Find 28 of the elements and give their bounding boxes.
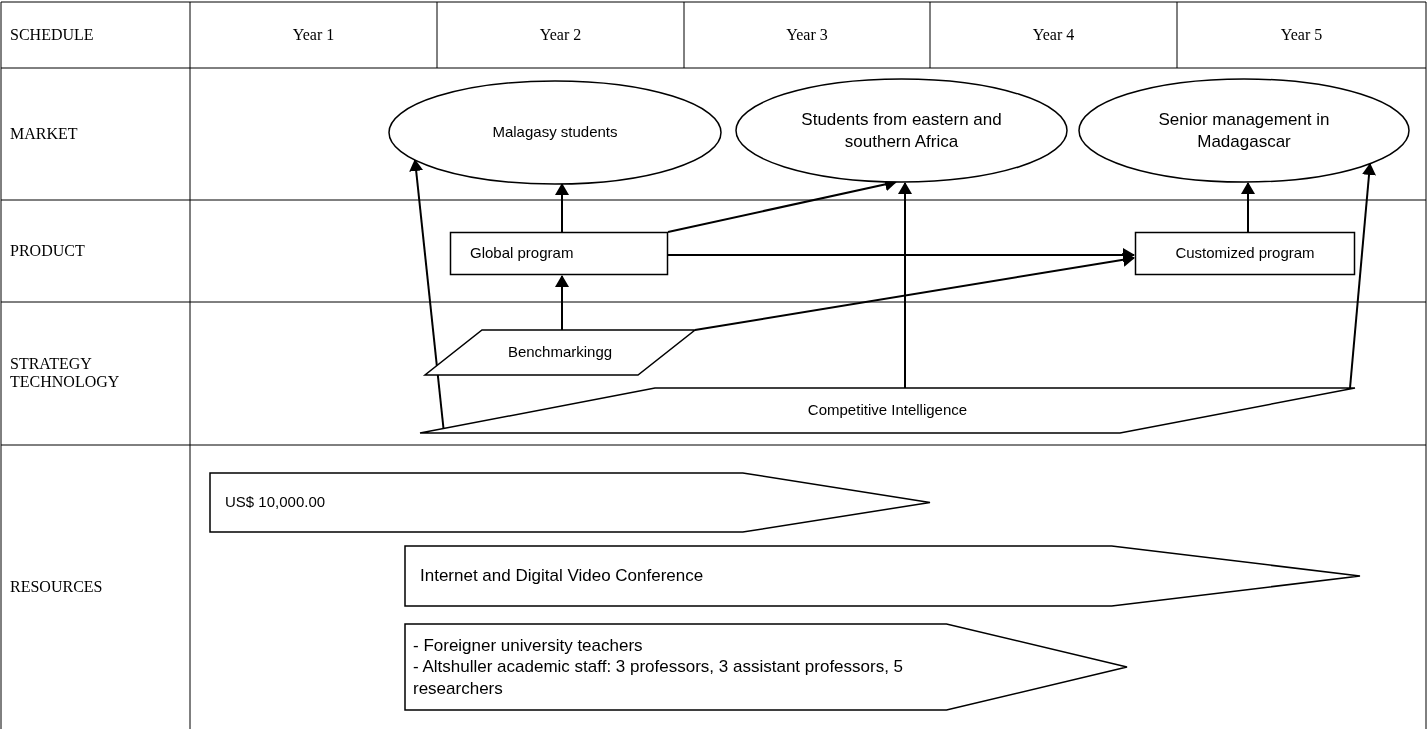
row-header: MARKET [10,125,79,143]
year-header: Year 3 [785,26,829,44]
node-label: Senior management in Madagascar [1157,109,1331,152]
node-label: Students from eastern and southern Africa [800,109,1003,152]
year-header: Year 5 [1279,26,1324,44]
row-header: RESOURCES [10,578,104,596]
node-label: Competitive Intelligence [806,401,969,420]
year-header: Year 1 [291,26,336,44]
arrow [1241,182,1255,233]
node-label: Internet and Digital Video Conference [420,565,705,587]
year-header: Year 4 [1031,26,1076,44]
arrow [409,159,445,430]
arrow [555,183,569,233]
row-header: PRODUCT [10,242,86,260]
node-label: - Foreigner university teachers [413,635,644,657]
arrow [694,252,1135,331]
arrow [898,182,912,389]
node-label: - Altshuller academic staff: 3 professors, 3 assistant professors, 5 researchers [413,656,905,699]
row-header: STRATEGY TECHNOLOGY [10,355,121,391]
arrow [555,275,569,331]
node-label: Customized program [1174,244,1316,263]
node-label: US$ 10,000.00 [225,493,327,512]
node-label: Malagasy students [491,123,619,142]
node-label: Benchmarkingg [506,343,614,362]
arrow [1349,163,1376,389]
year-header: Year 2 [538,26,583,44]
node-label: Global program [470,244,575,263]
row-header: SCHEDULE [10,26,95,44]
